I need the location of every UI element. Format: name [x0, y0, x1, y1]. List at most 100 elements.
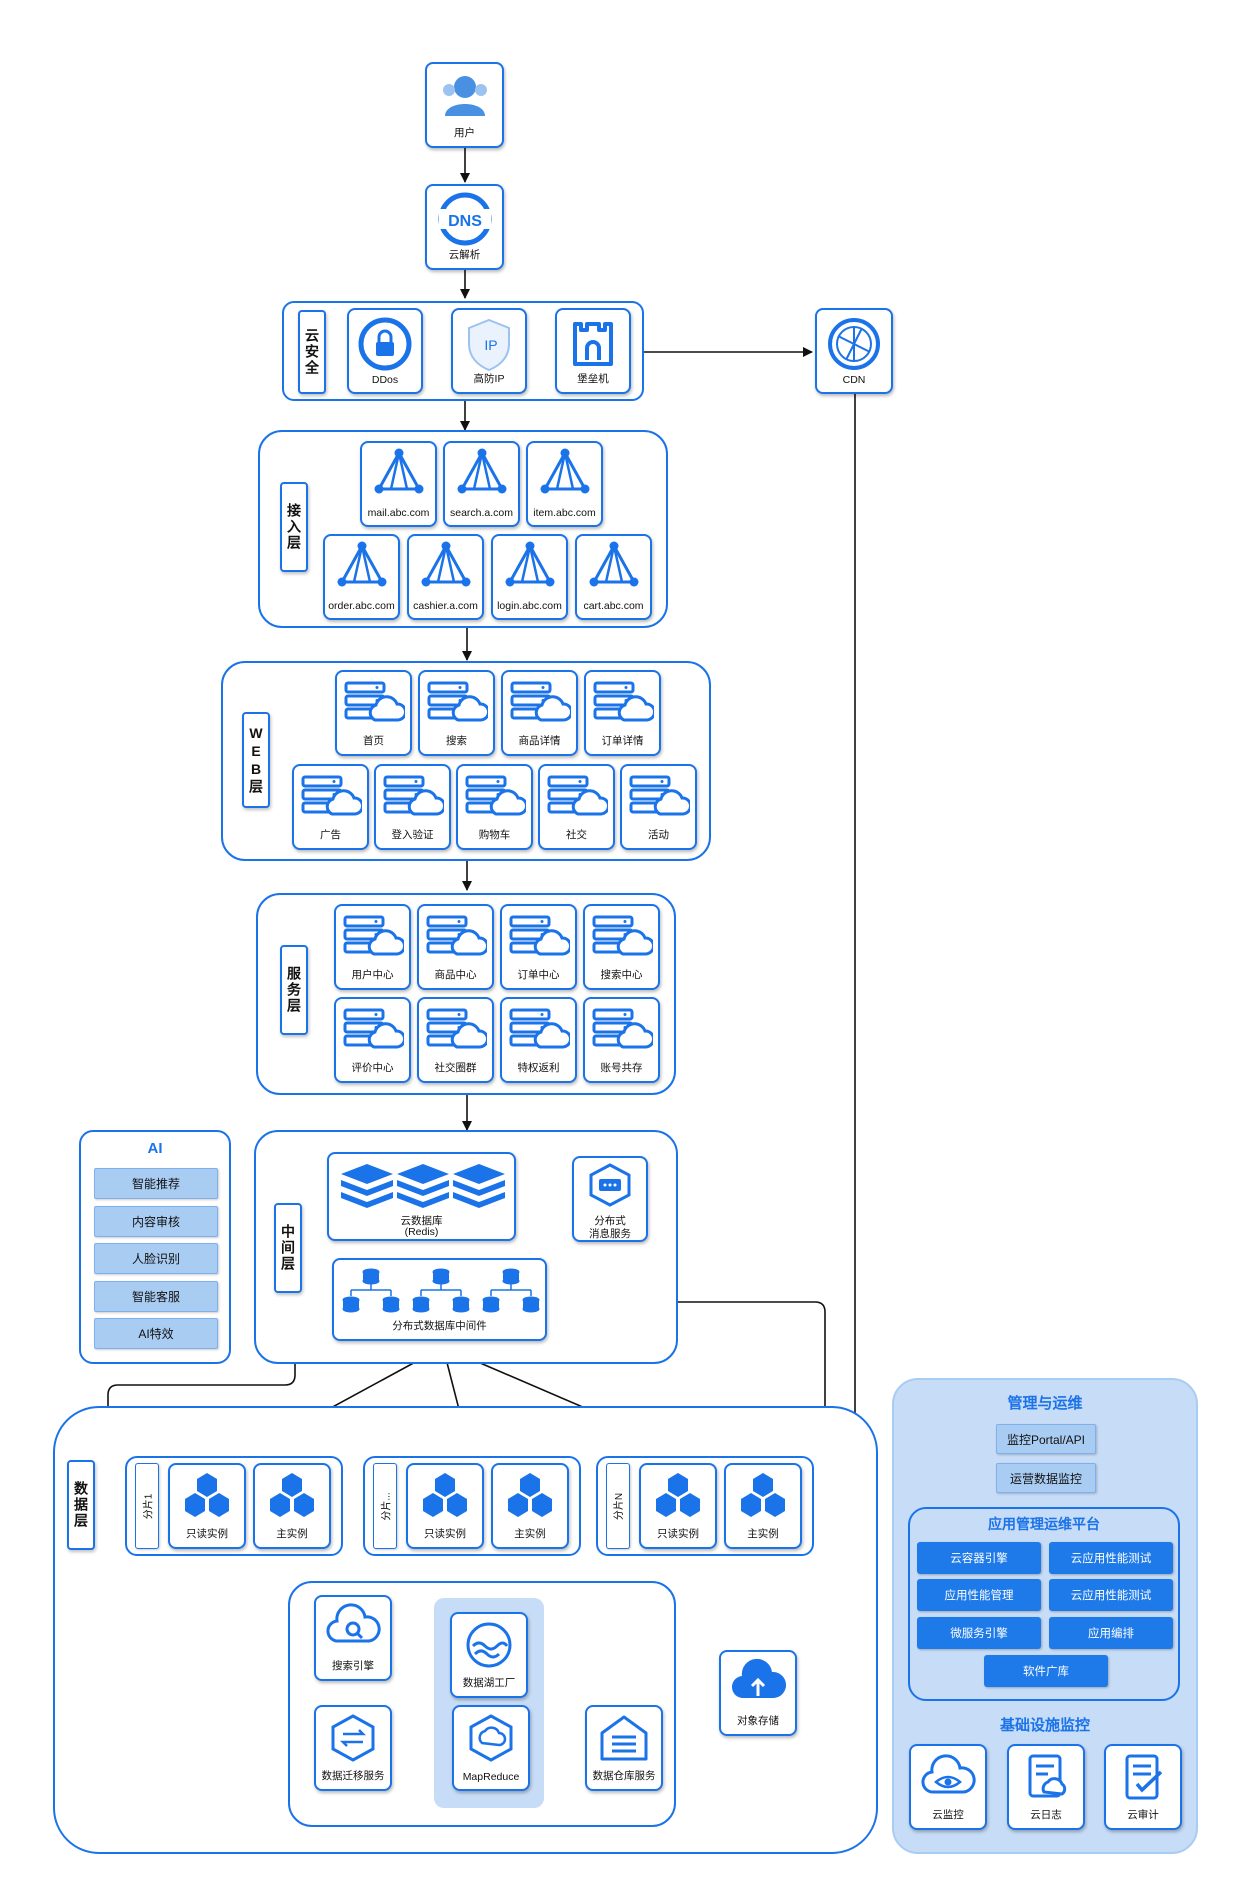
shard-readonly-1[interactable]: 只读实例	[406, 1463, 484, 1549]
ddos-node[interactable]: DDos	[347, 308, 423, 394]
ai-item-1[interactable]: 内容审核	[94, 1205, 218, 1237]
node-label: 搜索中心	[600, 969, 643, 981]
node-web-row1-0[interactable]: 首页	[335, 670, 412, 756]
message-queue-icon	[589, 1163, 631, 1207]
shield-ip-icon: IP	[468, 318, 510, 372]
ops-data-monitor[interactable]: 运营数据监控	[996, 1463, 1096, 1493]
cdn-label: CDN	[842, 374, 866, 386]
ai-title: AI	[147, 1140, 163, 1157]
node-access-row1-1[interactable]: search.a.com	[443, 441, 520, 527]
middle-layer-label: 中间层	[274, 1203, 302, 1293]
lock-icon	[358, 317, 412, 371]
shard-name-1: 分片...	[373, 1463, 397, 1549]
node-access-row2-2[interactable]: login.abc.com	[491, 534, 568, 620]
dns-node[interactable]: DNS 云解析	[425, 184, 504, 270]
node-web-row2-0[interactable]: 广告	[292, 764, 369, 850]
node-web-row1-3[interactable]: 订单详情	[584, 670, 661, 756]
apm-perf-test-2[interactable]: 云应用性能测试	[1049, 1579, 1173, 1611]
shard-name-2: 分片N	[606, 1463, 630, 1549]
apm-title: 应用管理运维平台	[988, 1516, 1100, 1532]
node-access-row2-3[interactable]: cart.abc.com	[575, 534, 652, 620]
shard-master-2[interactable]: 主实例	[724, 1463, 802, 1549]
cdn-node[interactable]: CDN	[815, 308, 893, 394]
mq-label-2: 消息服务	[589, 1228, 631, 1240]
server-cloud-icon	[426, 1008, 487, 1049]
node-access-row1-2[interactable]: item.abc.com	[526, 441, 603, 527]
node-web-row2-3[interactable]: 社交	[538, 764, 615, 850]
apm-orchestration[interactable]: 应用编排	[1049, 1617, 1173, 1649]
server-cloud-icon	[510, 681, 571, 722]
shard-master-1[interactable]: 主实例	[491, 1463, 569, 1549]
node-svc-row1-2[interactable]: 订单中心	[500, 904, 577, 990]
node-svc-row2-2[interactable]: 特权返利	[500, 997, 577, 1083]
node-access-row2-1[interactable]: cashier.a.com	[407, 534, 484, 620]
shard-readonly-0[interactable]: 只读实例	[168, 1463, 246, 1549]
db-middleware-icon	[342, 1268, 540, 1313]
mapreduce-label: MapReduce	[462, 1771, 520, 1783]
search-cloud-icon	[326, 1603, 381, 1643]
search-engine-node[interactable]: 搜索引擎	[314, 1595, 392, 1681]
master-label: 主实例	[276, 1528, 308, 1540]
ai-item-4[interactable]: AI特效	[94, 1318, 218, 1349]
node-access-row1-0[interactable]: mail.abc.com	[360, 441, 437, 527]
user-node[interactable]: 用户	[425, 62, 504, 148]
svg-text:DNS: DNS	[448, 213, 482, 230]
node-label: 订单详情	[601, 735, 644, 747]
node-svc-row1-3[interactable]: 搜索中心	[583, 904, 660, 990]
node-web-row1-1[interactable]: 搜索	[418, 670, 495, 756]
infra-title: 基础设施监控	[999, 1717, 1090, 1734]
node-svc-row2-0[interactable]: 评价中心	[334, 997, 411, 1083]
cloud-audit-node[interactable]: 云审计	[1104, 1744, 1182, 1830]
node-label: 广告	[320, 829, 341, 841]
load-balancer-icon	[374, 448, 423, 494]
redis-label-1: 云数据库	[400, 1215, 443, 1227]
server-cloud-icon	[427, 681, 488, 722]
ai-item-2[interactable]: 人脸识别	[94, 1243, 218, 1274]
node-svc-row2-3[interactable]: 账号共存	[583, 997, 660, 1083]
search-engine-label: 搜索引擎	[332, 1660, 374, 1672]
node-svc-row1-0[interactable]: 用户中心	[334, 904, 411, 990]
data-lake-icon	[466, 1622, 512, 1668]
monitor-portal-api[interactable]: 监控Portal/API	[996, 1424, 1096, 1454]
node-label: 商品详情	[518, 735, 561, 747]
node-web-row2-4[interactable]: 活动	[620, 764, 697, 850]
node-svc-row1-1[interactable]: 商品中心	[417, 904, 494, 990]
db-middleware-node[interactable]: 分布式数据库中间件	[332, 1258, 547, 1341]
server-cloud-icon	[509, 915, 570, 956]
cloud-log-node[interactable]: 云日志	[1007, 1744, 1085, 1830]
apm-perf-mgmt[interactable]: 应用性能管理	[917, 1579, 1041, 1611]
hexagon-cluster-icon	[423, 1473, 467, 1517]
migration-label: 数据迁移服务	[321, 1770, 385, 1782]
node-label: cashier.a.com	[413, 600, 478, 612]
node-web-row1-2[interactable]: 商品详情	[501, 670, 578, 756]
apm-microservice-engine[interactable]: 微服务引擎	[917, 1617, 1041, 1649]
object-storage-cloud-icon	[731, 1658, 786, 1699]
cloud-monitor-node[interactable]: 云监控	[909, 1744, 987, 1830]
apm-perf-test-1[interactable]: 云应用性能测试	[1049, 1542, 1173, 1574]
svg-text:IP: IP	[484, 337, 497, 353]
master-label: 主实例	[514, 1528, 546, 1540]
server-cloud-icon	[593, 681, 654, 722]
redis-node[interactable]: 云数据库 (Redis)	[327, 1152, 516, 1241]
ai-item-3[interactable]: 智能客服	[94, 1280, 218, 1312]
node-svc-row2-1[interactable]: 社交圈群	[417, 997, 494, 1083]
data-lake-node[interactable]: 数据湖工厂	[450, 1612, 528, 1698]
apm-container-engine[interactable]: 云容器引擎	[917, 1542, 1041, 1574]
shard-readonly-2[interactable]: 只读实例	[639, 1463, 717, 1549]
cloud-monitor-label: 云监控	[932, 1809, 964, 1821]
mq-node[interactable]: 分布式 消息服务	[572, 1156, 648, 1242]
node-label: item.abc.com	[533, 507, 596, 519]
migration-node[interactable]: 数据迁移服务	[314, 1705, 392, 1791]
node-web-row2-1[interactable]: 登入验证	[374, 764, 451, 850]
warehouse-node[interactable]: 数据仓库服务	[585, 1705, 663, 1791]
node-label: 订单中心	[517, 969, 560, 981]
object-storage-node[interactable]: 对象存储	[719, 1650, 797, 1736]
node-web-row2-2[interactable]: 购物车	[456, 764, 533, 850]
bastion-node[interactable]: 堡垒机	[555, 308, 631, 394]
ai-item-0[interactable]: 智能推荐	[94, 1168, 218, 1199]
anti-ddos-ip-node[interactable]: IP 高防IP	[451, 308, 527, 394]
apm-software-repo[interactable]: 软件广库	[984, 1655, 1108, 1687]
node-access-row2-0[interactable]: order.abc.com	[323, 534, 400, 620]
shard-master-0[interactable]: 主实例	[253, 1463, 331, 1549]
mapreduce-node[interactable]: MapReduce	[452, 1705, 530, 1791]
